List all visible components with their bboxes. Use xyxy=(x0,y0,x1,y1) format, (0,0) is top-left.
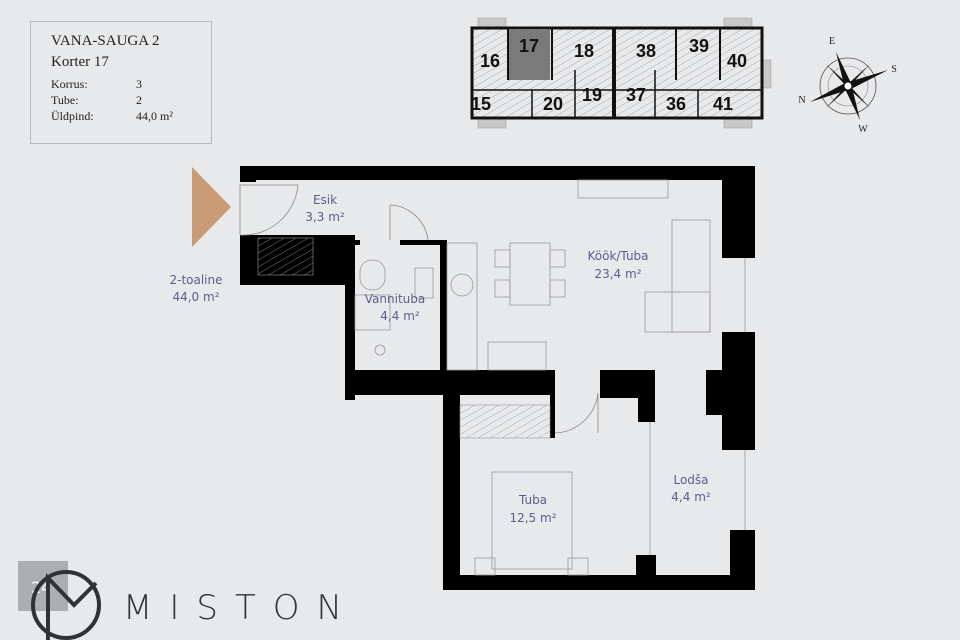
miston-logo-text: MISTON xyxy=(123,588,359,628)
room-area-vannituba: 4,4 m² xyxy=(380,309,420,323)
miston-logo-icon: 24 xyxy=(18,561,101,640)
compass-east-label: E xyxy=(829,36,835,47)
wardrobe xyxy=(459,404,551,439)
compass-north-label: N xyxy=(798,95,805,106)
unit-label: 37 xyxy=(626,85,646,105)
unit-label: 38 xyxy=(636,41,656,61)
unit-label-highlighted: 17 xyxy=(519,36,539,56)
info-label: Korrus: xyxy=(51,77,88,91)
unit-label: 16 xyxy=(480,51,500,71)
info-row-rooms: Tube: 2 xyxy=(51,92,211,108)
room-name-kook-tuba: Köök/Tuba xyxy=(587,249,648,263)
apartment-number: Korter 17 xyxy=(51,54,109,70)
info-label: Üldpind: xyxy=(51,109,94,123)
info-value: 44,0 m² xyxy=(136,109,173,123)
entrance-arrow-icon xyxy=(192,167,231,247)
room-area-kook-tuba: 23,4 m² xyxy=(594,267,641,281)
info-row-floor: Korrus: 3 xyxy=(51,76,211,92)
unit-label: 41 xyxy=(713,94,733,114)
room-area-lodsa: 4,4 m² xyxy=(671,490,711,504)
compass-west-label: W xyxy=(858,124,868,135)
unit-label: 15 xyxy=(471,94,491,114)
unit-label: 18 xyxy=(574,41,594,61)
unit-label: 36 xyxy=(666,94,686,114)
room-name-lodsa: Lodša xyxy=(673,473,708,487)
unit-label: 20 xyxy=(543,94,563,114)
compass-south-label: S xyxy=(891,64,897,75)
wardrobe xyxy=(257,237,314,276)
compass-rose-icon: E S N W xyxy=(798,36,896,135)
info-label: Tube: xyxy=(51,93,79,107)
apartment-info-box: VANA-SAUGA 2 Korter 17 Korrus: 3 Tube: 2 Ü… xyxy=(30,21,212,144)
unit-label: 39 xyxy=(689,36,709,56)
unit-label: 40 xyxy=(727,51,747,71)
info-value: 3 xyxy=(136,77,142,91)
project-name: VANA-SAUGA 2 xyxy=(51,33,160,49)
building-key-plan: 16 17 18 38 39 40 15 20 19 37 36 41 xyxy=(470,17,772,129)
room-name-esik: Esik xyxy=(313,193,337,207)
door-swings xyxy=(239,184,599,434)
room-area-esik: 3,3 m² xyxy=(305,210,345,224)
apartment-type-label: 2-toaline xyxy=(169,273,222,287)
furniture xyxy=(354,179,746,576)
info-value: 2 xyxy=(136,93,142,107)
room-area-tuba: 12,5 m² xyxy=(509,511,556,525)
room-name-tuba: Tuba xyxy=(518,493,547,507)
room-name-vannituba: Vannituba xyxy=(365,292,425,306)
apartment-walls xyxy=(240,166,755,590)
unit-label: 19 xyxy=(582,85,602,105)
info-row-area: Üldpind: 44,0 m² xyxy=(51,108,211,124)
highlighted-unit-17 xyxy=(508,30,550,80)
apartment-total-area: 44,0 m² xyxy=(172,290,219,304)
